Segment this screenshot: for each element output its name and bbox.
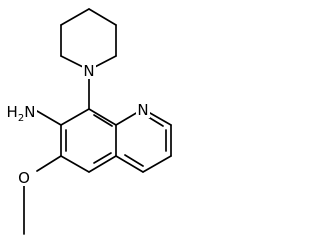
structure-diagram: N N H2N O [5,8,172,235]
atom-label-quinoline-n: N [136,101,150,119]
atom-label-amine: H2N [5,103,37,124]
atom-label-methoxy-o: O [17,169,31,187]
atom-label-piperidine-n: N [82,62,96,80]
piperidine-n-label: N [83,62,94,80]
quinoline-n-label: N [137,101,148,119]
benzo-ring [60,108,117,173]
amine-label: H2N [7,103,36,124]
methoxy-o-label: O [18,169,30,187]
c7-amine-bond [36,110,62,126]
c6-o-bond [36,155,62,172]
piperidine-ring [60,8,117,71]
